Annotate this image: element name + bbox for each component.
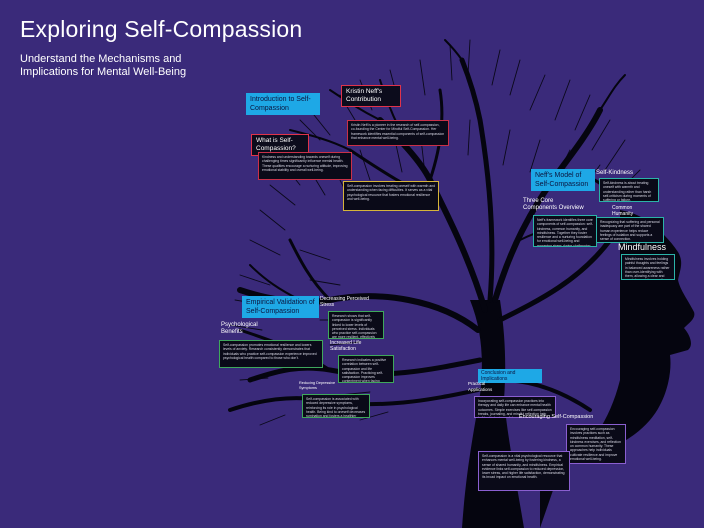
box-mindfulness[interactable]: Mindfulness involves holding painful tho… bbox=[621, 254, 675, 280]
header-introduction[interactable]: Introduction to Self-Compassion bbox=[246, 93, 320, 115]
label-increased-life: Increased Life Satisfaction bbox=[330, 340, 362, 352]
box-encouraging[interactable]: Encouraging self-compassion involves pra… bbox=[566, 424, 626, 464]
header-neff-model[interactable]: Neff's Model of Self-Compassion bbox=[531, 169, 595, 191]
box-reducing-depressive[interactable]: Self-compassion is associated with reduc… bbox=[302, 394, 370, 418]
box-common-humanity[interactable]: Recognizing that suffering and personal … bbox=[596, 217, 664, 243]
label-decreasing-stress: Decreasing Perceived Stress bbox=[320, 296, 369, 308]
box-what-is[interactable]: Kindness and understanding towards onese… bbox=[258, 152, 352, 180]
box-practical-applications[interactable]: Incorporating self-compassion practices … bbox=[474, 396, 556, 418]
label-self-kindness: Self-Kindness bbox=[596, 170, 634, 176]
label-practical-applications: Practical Applications bbox=[468, 381, 493, 392]
page-title: Exploring Self-Compassion bbox=[20, 16, 303, 42]
box-three-core[interactable]: Neff's framework identifies three core c… bbox=[533, 215, 597, 247]
box-increased-life[interactable]: Research indicates a positive correlatio… bbox=[338, 355, 394, 383]
box-intro[interactable]: Self-compassion involves treating onesel… bbox=[343, 181, 439, 211]
label-reducing-depressive: Reducing Depressive Symptoms bbox=[299, 381, 336, 390]
header-empirical[interactable]: Empirical Validation of Self-Compassion bbox=[242, 296, 319, 318]
label-encouraging: Encouraging Self-Compassion bbox=[519, 414, 594, 420]
box-decreasing-stress[interactable]: Research shows that self-compassion is s… bbox=[328, 311, 384, 339]
head-silhouette bbox=[540, 210, 695, 528]
box-conclusion[interactable]: Self-compassion is a vital psychological… bbox=[478, 451, 570, 491]
label-psych-benefits: Psychological Benefits bbox=[221, 322, 258, 335]
label-three-core: Three Core Components Overview bbox=[523, 198, 584, 211]
page-subtitle: Understand the Mechanisms and Implicatio… bbox=[20, 53, 187, 78]
box-self-kindness[interactable]: Self-kindness is about treating oneself … bbox=[599, 178, 659, 202]
label-common-humanity: Common Humanity bbox=[612, 205, 634, 217]
label-mindfulness: Mindfulness bbox=[618, 242, 667, 252]
box-neff-contribution[interactable]: Kristin Neff is a pioneer in the researc… bbox=[347, 120, 449, 146]
header-neff-contribution[interactable]: Kristin Neff's Contribution bbox=[341, 85, 401, 107]
box-psych-benefits[interactable]: Self-compassion promotes emotional resil… bbox=[219, 340, 323, 368]
header-conclusion[interactable]: Conclusion and Implications bbox=[478, 369, 542, 383]
